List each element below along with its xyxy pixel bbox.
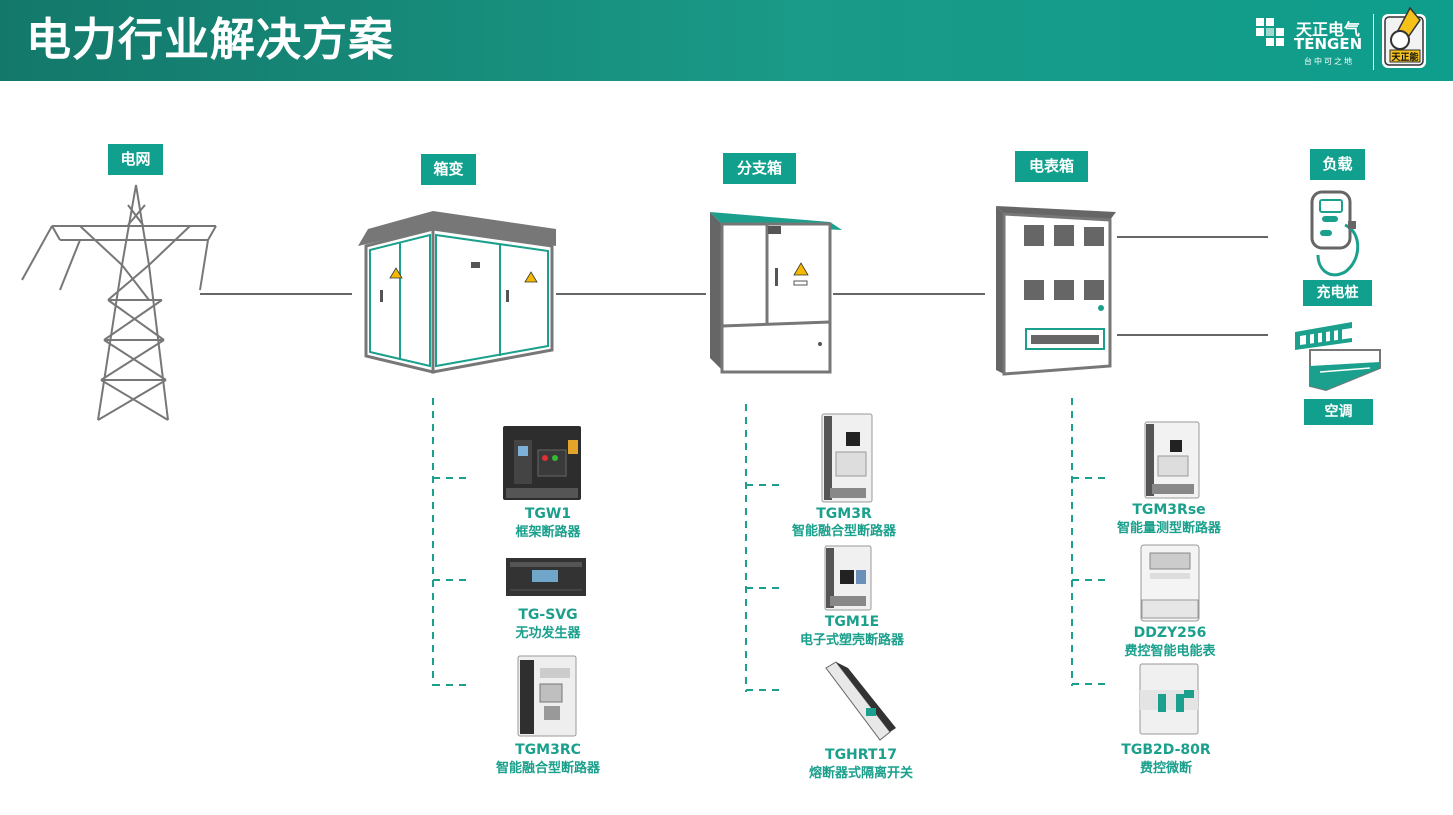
product-desc: 电子式塑壳断路器 — [799, 633, 904, 648]
product-desc: 无功发生器 — [515, 626, 581, 641]
product-ddzy256-image — [1140, 544, 1200, 622]
product-branch-lines — [432, 398, 1109, 692]
product-tgw1-image — [503, 426, 581, 500]
product-tgm3rc-image — [517, 655, 577, 737]
product-desc: 费控智能电能表 — [1124, 644, 1216, 659]
badge-text: 天正能 — [1391, 51, 1418, 63]
product-desc: 智能融合型断路器 — [791, 524, 896, 539]
product-model: TGM1E — [824, 614, 880, 630]
power-flow-lines — [200, 236, 1268, 336]
logo-slogan: 台中可之地 — [1304, 57, 1354, 66]
product-tgm3rse-image — [1144, 421, 1200, 499]
product-desc: 智能融合型断路器 — [495, 761, 600, 776]
logo-brand-en: TENGEN — [1294, 35, 1363, 53]
logo-separator — [1373, 14, 1374, 70]
product-model: TGHRT17 — [825, 747, 897, 763]
air-conditioner-icon — [1295, 322, 1381, 392]
logo-brand-name: 天正电气 — [1296, 20, 1361, 39]
page-title: 电力行业解决方案 — [26, 13, 395, 66]
product-model: TG-SVG — [518, 607, 578, 623]
product-model: TGB2D-80R — [1121, 742, 1211, 758]
tianzhengneng-badge-icon: 天正能 — [1382, 6, 1426, 68]
product-model: TGW1 — [524, 506, 572, 522]
product-desc: 框架断路器 — [515, 525, 581, 540]
stage-box-transformer-tag: 箱变 — [421, 154, 476, 185]
stage-meter-box-tag: 电表箱 — [1015, 151, 1088, 182]
product-model: TGM3Rse — [1132, 502, 1206, 518]
branch-box-icon — [710, 212, 842, 374]
product-tg-svg-image — [506, 558, 586, 596]
product-desc: 费控微断 — [1139, 761, 1192, 776]
ev-charger-icon — [1310, 190, 1360, 277]
product-tgm1e-image — [824, 545, 872, 611]
product-tgb2d-80r-image — [1139, 663, 1199, 735]
stage-load-tag: 负载 — [1310, 149, 1365, 180]
product-tgm3r-image — [821, 413, 873, 503]
tengen-logo: 天正电气 TENGEN 台中可之地 — [1254, 14, 1374, 70]
product-desc: 智能量测型断路器 — [1116, 521, 1221, 536]
header-bar: 电力行业解决方案 天正电气 TENGEN 台中可之地 天正能 — [0, 0, 1453, 81]
product-model: TGM3RC — [515, 742, 581, 758]
product-model: TGM3R — [816, 506, 872, 522]
tengen-logo-icon — [1256, 18, 1284, 46]
stage-grid-tag: 电网 — [108, 144, 163, 175]
meter-box-icon — [996, 206, 1116, 376]
stage-branch-box-tag: 分支箱 — [723, 153, 796, 184]
load-charger-label: 充电桩 — [1303, 280, 1372, 306]
product-model: DDZY256 — [1133, 625, 1207, 641]
load-ac-label: 空调 — [1304, 399, 1373, 425]
box-transformer-icon — [358, 211, 556, 374]
product-tghrt17-image — [825, 661, 896, 741]
product-desc: 熔断器式隔离开关 — [808, 766, 913, 781]
transmission-tower-icon — [21, 184, 217, 421]
